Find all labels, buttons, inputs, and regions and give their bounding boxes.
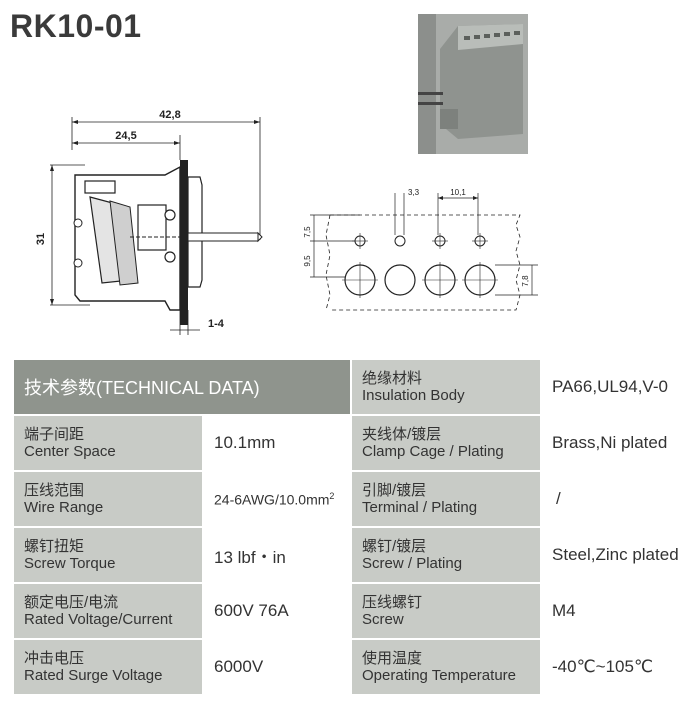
hole-pattern-drawing: 3,3 10,1 7,5 9,5 7,8 — [303, 188, 538, 311]
table-row: 压线范围 Wire Range 24-6AWG/10.0mm2 引脚/镀层 Te… — [12, 470, 699, 528]
table-row: 端子间距 Center Space 10.1mm 夹线体/镀层 Clamp Ca… — [12, 414, 699, 472]
dim-height: 31 — [35, 233, 47, 245]
value-clamp-cage: Brass,Ni plated — [540, 414, 699, 472]
value-screw-torque: 13 lbf・in — [201, 526, 353, 584]
dim-row-offset-top: 7,5 — [303, 226, 312, 238]
label-screw-torque: 螺钉扭矩 Screw Torque — [12, 526, 204, 584]
value-terminal-plating: / — [540, 470, 699, 528]
value-wire-range: 24-6AWG/10.0mm2 — [201, 470, 353, 528]
label-rated-voltage-current: 额定电压/电流 Rated Voltage/Current — [12, 582, 204, 640]
label-clamp-cage: 夹线体/镀层 Clamp Cage / Plating — [350, 414, 543, 472]
table-row: 技术参数(TECHNICAL DATA) 绝缘材料 Insulation Bod… — [11, 358, 699, 416]
value-operating-temperature: -40℃~105℃ — [540, 638, 699, 696]
value-screw: M4 — [540, 582, 699, 640]
dim-pin: 1-4 — [208, 318, 225, 330]
label-wire-range: 压线范围 Wire Range — [12, 470, 204, 528]
table-row: 额定电压/电流 Rated Voltage/Current 600V 76A 压… — [12, 582, 699, 640]
dim-row-offset-right: 7,8 — [521, 275, 530, 287]
label-operating-temperature: 使用温度 Operating Temperature — [350, 638, 543, 696]
label-screw-plating: 螺钉/镀层 Screw / Plating — [350, 526, 543, 584]
label-center-space: 端子间距 Center Space — [12, 414, 204, 472]
value-screw-plating: Steel,Zinc plated — [540, 526, 699, 584]
label-insulation-body: 绝缘材料 Insulation Body — [350, 358, 543, 416]
dim-pitch: 10,1 — [450, 188, 466, 197]
value-insulation-body: PA66,UL94,V-0 — [540, 358, 699, 416]
dim-overall-width: 42,8 — [159, 109, 180, 121]
side-view-drawing: 42,8 24,5 31 1-4 — [35, 109, 263, 335]
table-row: 冲击电压 Rated Surge Voltage 6000V 使用温度 Oper… — [12, 638, 699, 696]
dim-row-offset-mid: 9,5 — [303, 255, 312, 267]
value-rated-voltage-current: 600V 76A — [201, 582, 353, 640]
table-row: 螺钉扭矩 Screw Torque 13 lbf・in 螺钉/镀层 Screw … — [12, 526, 699, 584]
dim-hole-diameter: 3,3 — [408, 188, 420, 197]
label-terminal-plating: 引脚/镀层 Terminal / Plating — [350, 470, 543, 528]
product-photo — [418, 14, 528, 154]
table-header: 技术参数(TECHNICAL DATA) — [11, 358, 353, 416]
label-rated-surge-voltage: 冲击电压 Rated Surge Voltage — [12, 638, 204, 696]
value-center-space: 10.1mm — [201, 414, 353, 472]
value-rated-surge-voltage: 6000V — [201, 638, 353, 696]
label-screw: 压线螺钉 Screw — [350, 582, 543, 640]
technical-data-table: 技术参数(TECHNICAL DATA) 绝缘材料 Insulation Bod… — [11, 358, 699, 696]
dim-partial-width: 24,5 — [115, 130, 136, 142]
page-title: RK10-01 — [10, 8, 142, 44]
